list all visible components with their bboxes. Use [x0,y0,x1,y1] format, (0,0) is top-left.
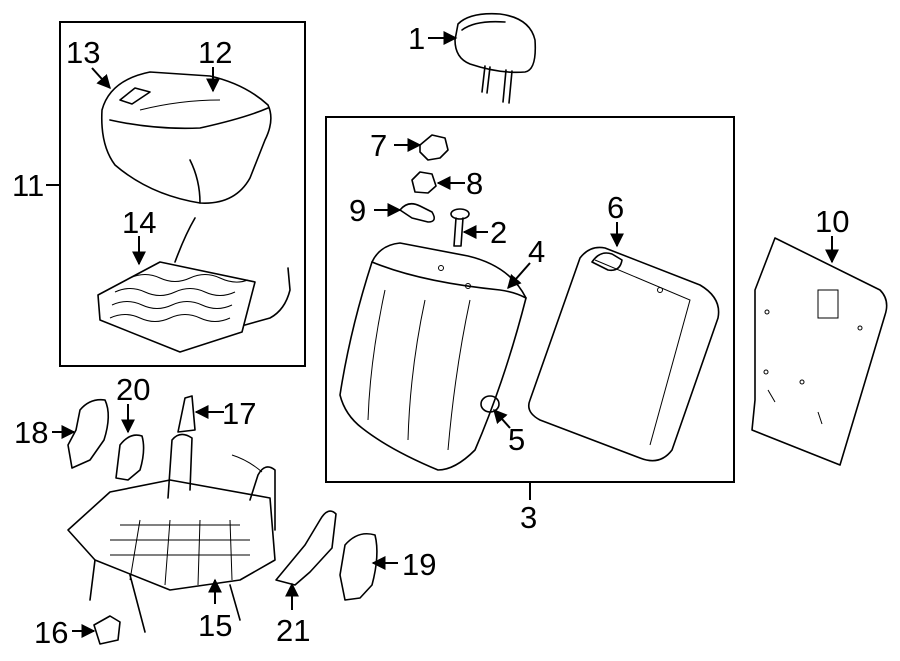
headrest-part [454,12,537,104]
callout-8: 8 [466,166,483,201]
callout-11: 11 [12,168,44,203]
callout-19: 19 [402,547,436,582]
cushion-group-box [59,21,306,367]
cushion-frame-part [97,217,291,353]
callout-1: 1 [408,21,425,56]
callout-9: 9 [349,193,366,228]
cover-part-20 [115,434,145,481]
callout-10: 10 [815,204,849,239]
callout-15: 15 [198,608,232,643]
lever-part-17 [177,395,196,433]
backrest-group-box [325,116,735,483]
callout-4: 4 [528,234,545,269]
clip-part-7 [419,134,449,161]
bracket-part-21 [275,510,337,586]
callout-13: 13 [66,35,100,70]
leader-13 [91,67,111,90]
bracket-part-9 [399,202,436,223]
bushing-part-8 [411,171,437,194]
callout-6: 6 [607,190,624,225]
callout-7: 7 [370,128,387,163]
seatback-panel-part-6 [527,246,720,462]
seatback-part-4 [339,242,527,471]
callout-16: 16 [34,615,68,650]
cover-part-19 [339,532,378,601]
callout-12: 12 [198,35,232,70]
callout-5: 5 [508,422,525,457]
seat-cushion-part [100,71,272,204]
callout-18: 18 [14,415,48,450]
pin-part-2 [450,208,470,247]
cover-part-18 [67,398,110,469]
callout-20: 20 [116,372,150,407]
callout-21: 21 [276,613,310,648]
back-panel-part-10 [751,237,888,466]
callout-2: 2 [490,215,507,250]
callout-3: 3 [520,500,537,535]
seat-frame-part-15 [67,433,276,633]
cap-part-16 [93,615,121,645]
leader-5 [493,408,511,429]
callout-17: 17 [222,396,256,431]
callout-14: 14 [122,205,156,240]
leader-4 [507,262,531,290]
